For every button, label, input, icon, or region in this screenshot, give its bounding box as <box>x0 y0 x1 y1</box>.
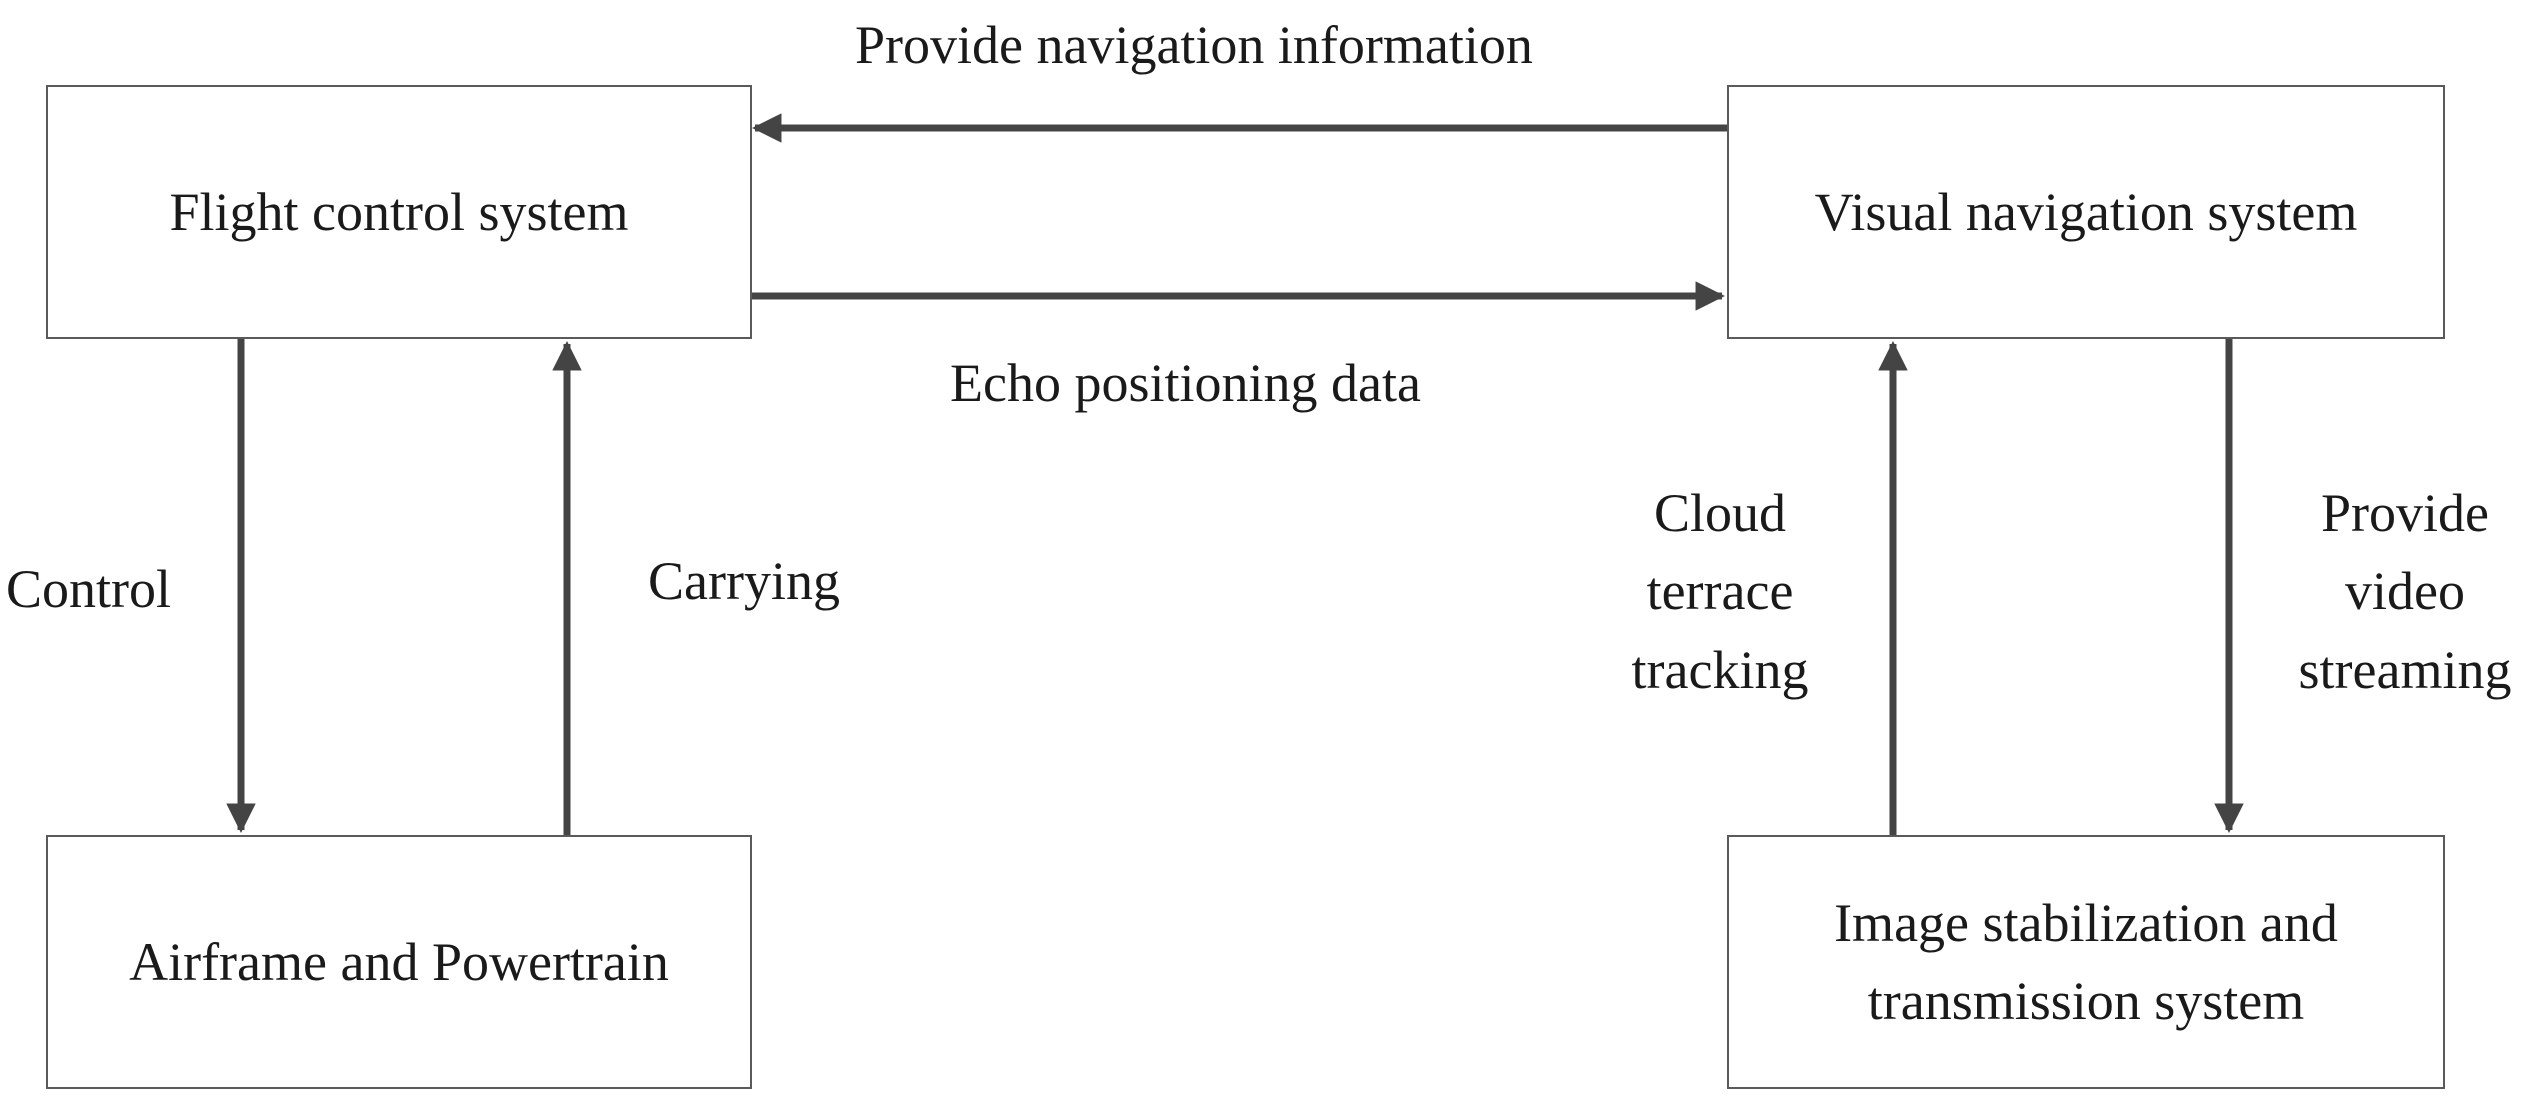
image-stabilization-label: Image stabilization and transmission sys… <box>1834 892 2338 1031</box>
provide-navigation-label: Provide navigation information <box>855 15 1533 75</box>
flight-control-system-label: Flight control system <box>169 181 629 242</box>
airframe-powertrain-box: Airframe and Powertrain <box>46 835 752 1089</box>
image-stabilization-box: Image stabilization and transmission sys… <box>1727 835 2445 1089</box>
echo-positioning-label: Echo positioning data <box>950 353 1421 413</box>
flight-control-system-box: Flight control system <box>46 85 752 339</box>
control-label: Control <box>6 559 172 619</box>
provide-video-streaming-label: Provide video streaming <box>2298 483 2512 700</box>
airframe-powertrain-label: Airframe and Powertrain <box>129 931 669 992</box>
visual-navigation-system-box: Visual navigation system <box>1727 85 2445 339</box>
carrying-label: Carrying <box>648 551 840 611</box>
visual-navigation-system-label: Visual navigation system <box>1814 181 2358 242</box>
cloud-terrace-tracking-label: Cloud terrace tracking <box>1631 483 1809 700</box>
